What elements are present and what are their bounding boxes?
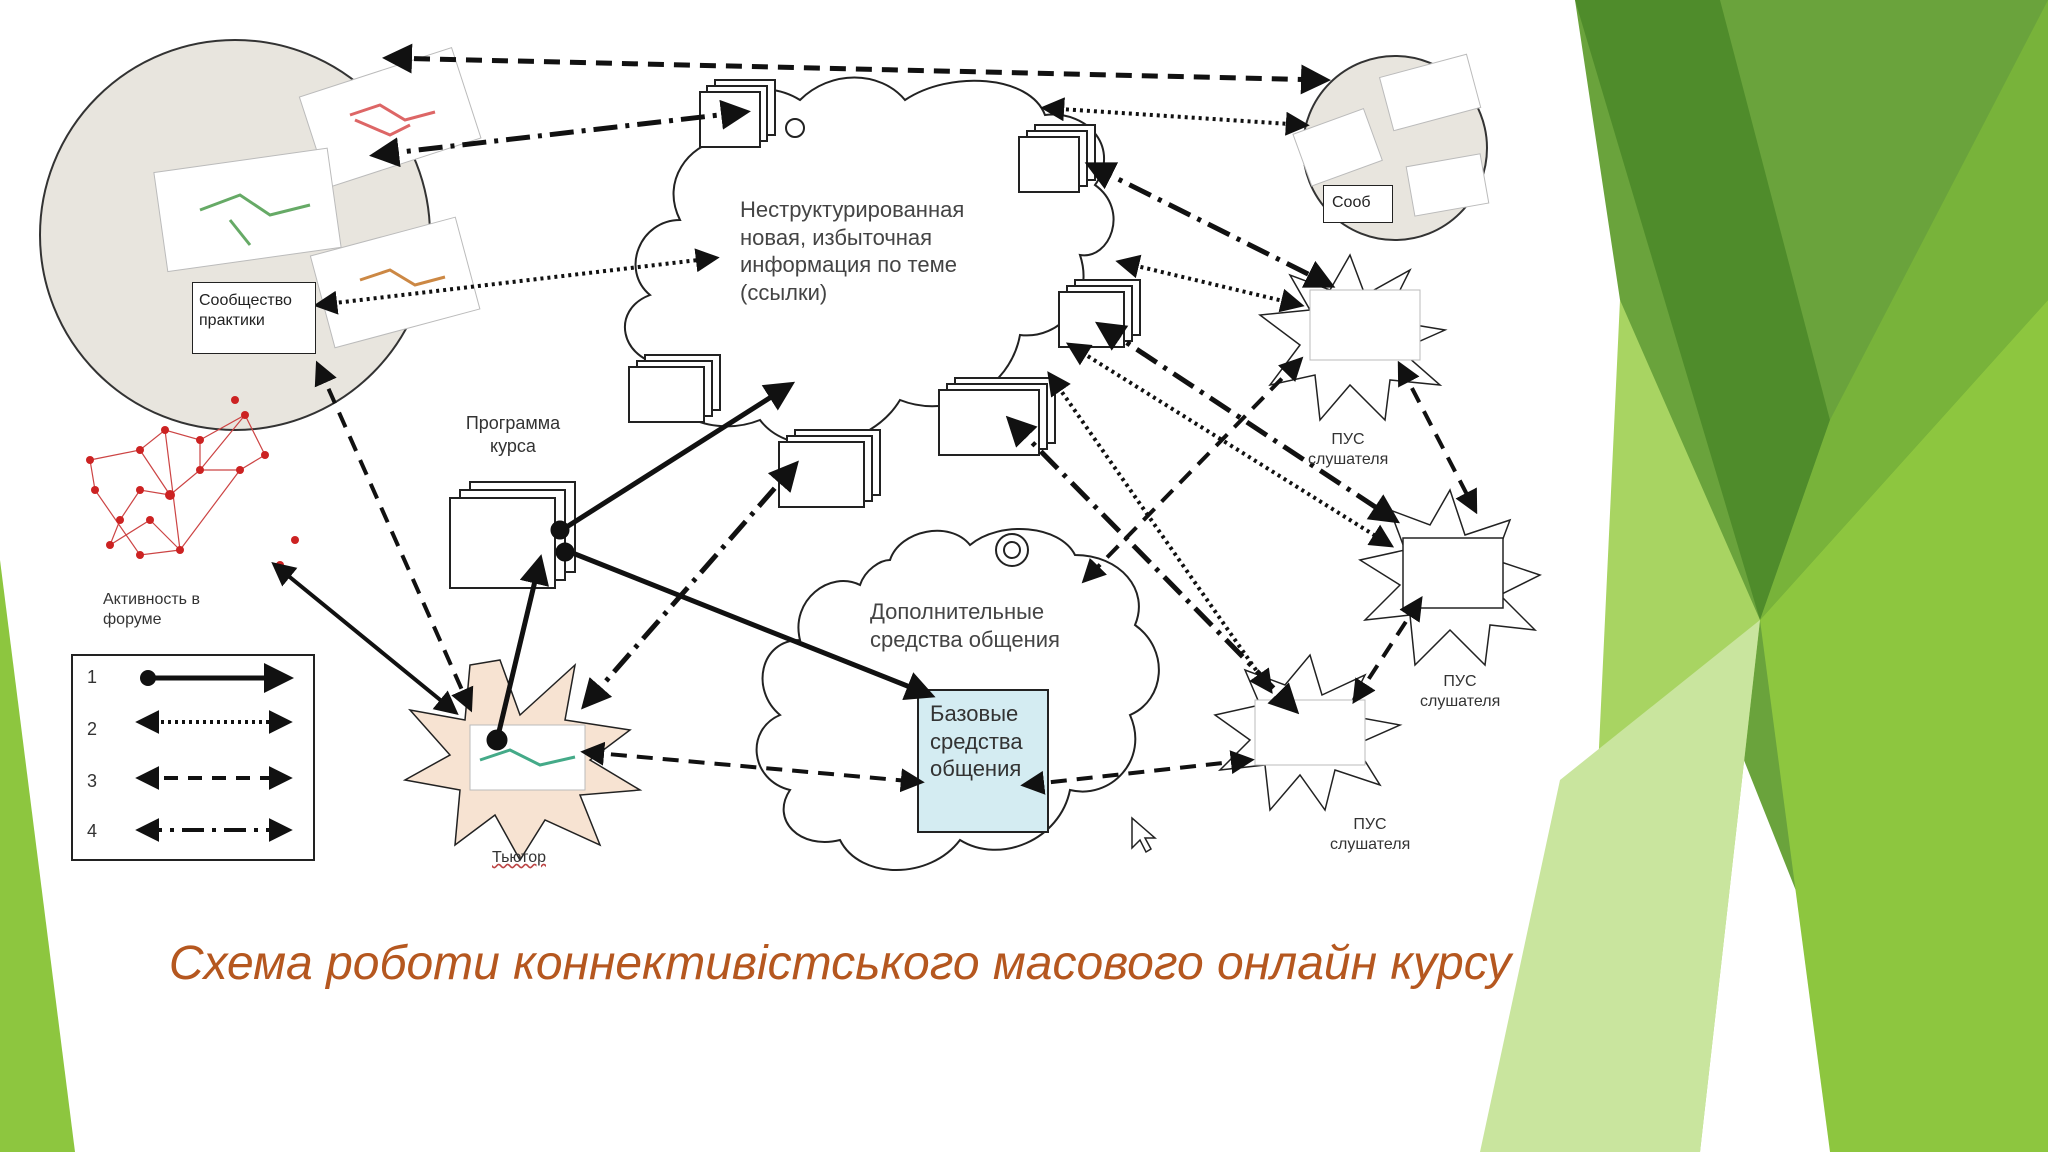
mindmap-thumbnail [1402,537,1504,609]
mindmap-thumbnail [1309,289,1421,361]
legend-number-3: 3 [87,771,98,791]
unstructured-info-label: Неструктурированная новая, избыточная ин… [740,197,965,305]
link-dashdot [1084,162,1336,288]
forum-activity-label: Активность в форуме [103,591,200,628]
course-program-label: Программа курса [465,413,561,456]
link-dashed [1352,595,1423,705]
additional-means-label: Дополнительные средства общения [870,599,1060,652]
link-dashdot [271,561,459,716]
learner-ple-label-3: ПУС слушателя [1330,816,1411,853]
link-dashed [1397,360,1478,515]
learner-ple-label-2: ПУС слушателя [1420,673,1501,710]
basic-means-label: Базовые средства общения [930,701,1023,781]
link-solid [494,554,550,741]
green-facet-decoration-left [0,560,75,1152]
link-dashdot [1005,415,1300,715]
link-dotted [1040,97,1310,136]
mouse-cursor-icon [1131,816,1158,854]
community-short-label: Сооб [1332,194,1371,211]
link-dotted [1115,254,1305,313]
green-facet-decoration-right [1480,0,2048,1152]
connections [271,43,1478,795]
learner-ple-label-1: ПУС слушателя [1308,431,1389,468]
community-label: Сообщество практики [199,292,292,329]
community-label-box: Сообщество практики [192,282,316,354]
legend-number-2: 2 [87,719,98,739]
forum-network-nodes [86,396,299,569]
community-short-label-box: Сооб [1323,185,1393,223]
cloud-bubble [1003,541,1021,559]
mindmap-thumbnail [1254,699,1366,766]
cloud-bubble [785,118,805,138]
link-dashed [580,741,925,793]
link-dashdot [369,99,751,168]
link-dashed [1020,750,1255,795]
legend-line-1 [140,663,294,693]
legend-number-4: 4 [87,821,98,841]
link-dashdot [581,460,799,710]
tutor-label: Тьютор [492,849,546,866]
slide-caption: Схема роботи коннективістського масового… [168,937,1512,990]
forum-network [89,414,266,556]
legend-number-1: 1 [87,667,98,687]
link-dashed [382,43,1331,95]
